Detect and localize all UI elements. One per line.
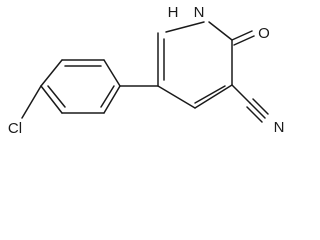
molecule-structure: H N O N Cl bbox=[8, 4, 285, 137]
bond-c3-cn bbox=[231, 84, 251, 104]
bond-ph3-ph4 bbox=[40, 59, 63, 87]
bond-c4-c5 bbox=[157, 85, 196, 109]
bond-cn-triple-1 bbox=[249, 102, 266, 119]
bond-ph6-ph1 bbox=[103, 85, 121, 114]
bond-cn-triple-2 bbox=[252, 98, 269, 115]
bonds bbox=[21, 21, 269, 123]
bond-c3-c4-inner bbox=[194, 85, 226, 104]
bond-n1-c2 bbox=[208, 21, 233, 41]
atom-labels: H N O N Cl bbox=[8, 4, 285, 137]
bond-c3-c4 bbox=[194, 84, 233, 109]
atom-label-h: H bbox=[168, 4, 179, 21]
bond-c2-o-double bbox=[233, 35, 255, 46]
bond-ph6-ph1-inner bbox=[100, 85, 115, 108]
bond-ph1-ph2 bbox=[103, 59, 121, 87]
bond-c2-o bbox=[231, 30, 253, 41]
atom-label-n1: N bbox=[194, 4, 205, 21]
atom-label-oxygen: O bbox=[258, 25, 270, 42]
atom-label-chlorine: Cl bbox=[8, 120, 22, 137]
bond-ph4-cl bbox=[21, 85, 42, 119]
bond-ph4-ph5-inner bbox=[47, 85, 66, 108]
bond-n1-c6 bbox=[165, 21, 205, 33]
atom-label-nitrile-n: N bbox=[274, 119, 285, 136]
bond-ph4-ph5 bbox=[40, 85, 63, 114]
bond-cn-triple-3 bbox=[246, 106, 263, 123]
